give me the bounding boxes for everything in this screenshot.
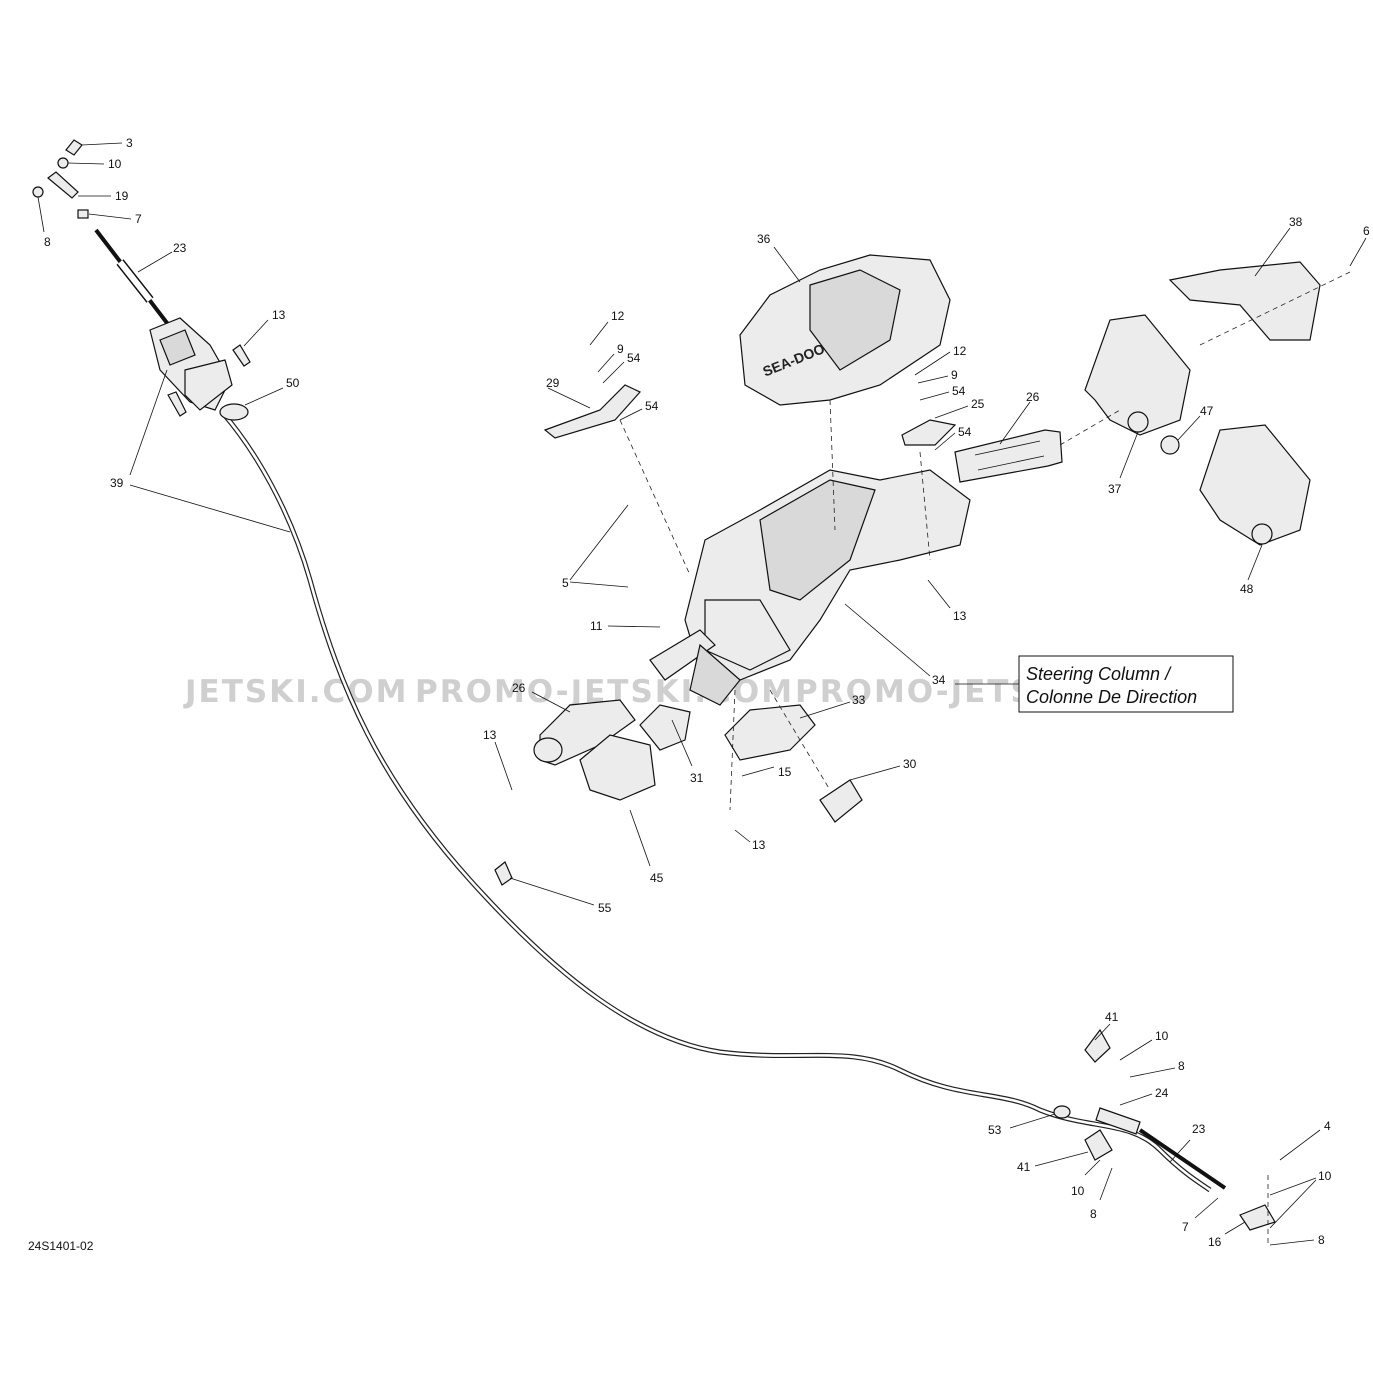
left-grip	[533, 699, 636, 766]
callout-8-bottom: 8	[1090, 1207, 1097, 1221]
callout-6: 6	[1363, 224, 1370, 238]
title-box: Steering Column / Colonne De Direction	[1018, 655, 1234, 713]
callout-37: 37	[1108, 482, 1122, 496]
callout-24: 24	[1155, 1086, 1169, 1100]
callout-4: 4	[1324, 1119, 1331, 1133]
callout-13-center: 13	[953, 609, 967, 623]
callout-29: 29	[546, 376, 560, 390]
switch-housings	[1084, 261, 1321, 546]
callout-54-right-a: 54	[952, 384, 966, 398]
levers-brackets	[494, 384, 1276, 1231]
callout-31: 31	[690, 771, 704, 785]
callout-13-bottom: 13	[752, 838, 766, 852]
callout-34: 34	[932, 673, 946, 687]
callout-8-right: 8	[1318, 1233, 1325, 1247]
callout-45: 45	[650, 871, 664, 885]
callout-36: 36	[757, 232, 771, 246]
callout-54-right-b: 54	[958, 425, 972, 439]
callout-48: 48	[1240, 582, 1254, 596]
callout-5: 5	[562, 576, 569, 590]
callout-54-left-b: 54	[645, 399, 659, 413]
title-line-2: Colonne De Direction	[1026, 687, 1197, 707]
callout-26-left: 26	[512, 681, 526, 695]
callout-13-left: 13	[483, 728, 497, 742]
callout-8-mid: 8	[1178, 1059, 1185, 1073]
callout-39: 39	[110, 476, 124, 490]
callout-33: 33	[852, 693, 866, 707]
callout-11: 11	[590, 619, 603, 633]
callout-12-right: 12	[953, 344, 967, 358]
watermark-1: JETSKI.COM	[183, 674, 408, 710]
callout-12-left: 12	[611, 309, 625, 323]
callout-53: 53	[988, 1123, 1002, 1137]
callout-23-bottom: 23	[1192, 1122, 1206, 1136]
callout-8: 8	[44, 235, 51, 249]
callout-55: 55	[598, 901, 612, 915]
callout-16: 16	[1208, 1235, 1222, 1249]
callout-25: 25	[971, 397, 985, 411]
callout-15: 15	[778, 765, 792, 779]
callouts: 3 10 19 7 8 23 13 50 39 12 9 54 29 54 5 …	[37, 136, 1370, 1249]
callout-9-right: 9	[951, 368, 958, 382]
callout-41-top: 41	[1105, 1010, 1119, 1024]
callout-7: 7	[135, 212, 142, 226]
callout-38: 38	[1289, 215, 1303, 229]
callout-7-bottom: 7	[1182, 1220, 1189, 1234]
callout-23-top: 23	[173, 241, 187, 255]
callout-9-left: 9	[617, 342, 624, 356]
assembly-lines	[619, 271, 1351, 1245]
callout-41-bottom: 41	[1017, 1160, 1031, 1174]
callout-26-right: 26	[1026, 390, 1040, 404]
diagram-code: 24S1401-02	[28, 1239, 94, 1253]
callout-30: 30	[903, 757, 917, 771]
callout-47: 47	[1200, 404, 1214, 418]
callout-10-mid: 10	[1155, 1029, 1169, 1043]
callout-10: 10	[108, 157, 122, 171]
callout-3: 3	[126, 136, 133, 150]
title-line-1: Steering Column /	[1026, 664, 1172, 684]
callout-10-bottom: 10	[1071, 1184, 1085, 1198]
callout-19: 19	[115, 189, 129, 203]
callout-50: 50	[286, 376, 300, 390]
callout-54-left-a: 54	[627, 351, 641, 365]
right-grip	[954, 429, 1063, 483]
handlebar-cover: SEA-DOO	[739, 254, 951, 406]
cable-assembly	[94, 228, 1227, 1193]
callout-10-right: 10	[1318, 1169, 1332, 1183]
steering-column-body	[649, 469, 971, 706]
callout-13-top: 13	[272, 308, 286, 322]
top-hardware	[32, 139, 251, 421]
